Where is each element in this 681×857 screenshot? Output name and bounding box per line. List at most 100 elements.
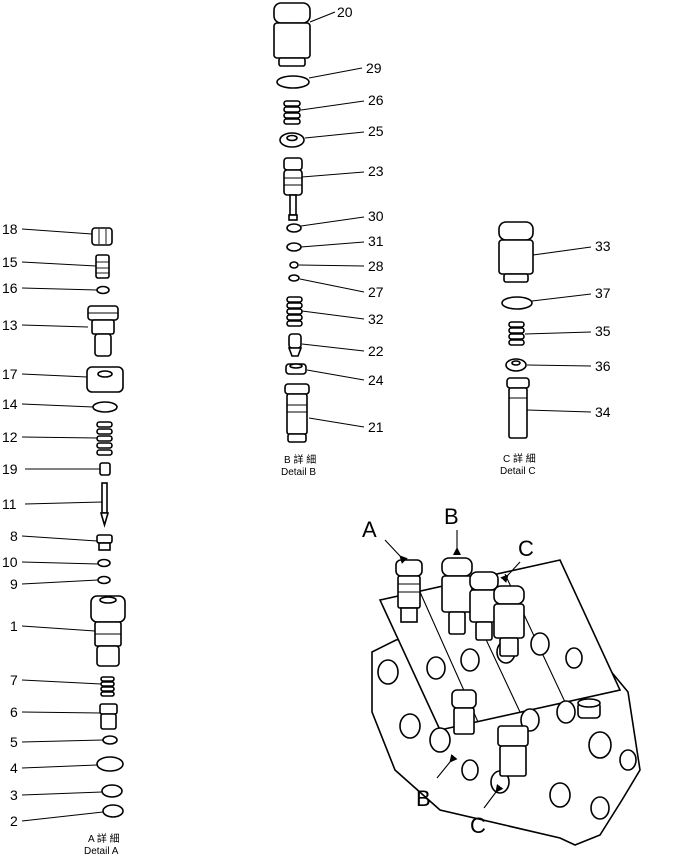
callout-1: 1: [10, 618, 18, 634]
plug-right: [577, 698, 601, 719]
part-backup-ring: [97, 558, 111, 568]
marker-c-top: C: [518, 536, 534, 561]
part-o-ring: [92, 401, 118, 413]
callout-27: 27: [368, 284, 384, 300]
part-sleeve: [284, 383, 310, 443]
callout-14: 14: [2, 396, 18, 412]
part-spring: [283, 100, 301, 125]
callout-12: 12: [2, 429, 18, 445]
callout-33: 33: [595, 238, 611, 254]
callout-35: 35: [595, 323, 611, 339]
part-spring: [508, 321, 525, 346]
callout-20: 20: [337, 4, 353, 20]
callout-3: 3: [10, 787, 18, 803]
part-spring: [286, 296, 303, 327]
detail-a-caption-jp: A 詳 細: [88, 832, 120, 845]
control-valve-assembly: [371, 557, 641, 846]
part-spool: [283, 157, 303, 221]
part-sleeve: [506, 377, 530, 439]
valve-a-installed: [395, 559, 423, 623]
part-spring-seat: [505, 358, 527, 372]
callout-32: 32: [368, 311, 384, 327]
detail-b-caption-en: Detail B: [281, 467, 316, 478]
callout-13: 13: [2, 317, 18, 333]
part-spring: [100, 676, 115, 697]
detail-c-callouts: 33 37 35 36 34: [595, 238, 611, 420]
callout-31: 31: [368, 233, 384, 249]
part-o-ring: [102, 735, 118, 745]
callout-34: 34: [595, 404, 611, 420]
callout-30: 30: [368, 208, 384, 224]
callout-16: 16: [2, 280, 18, 296]
detail-c-parts: [498, 221, 534, 439]
detail-b-callouts: 20 29 26 25 23 30 31 28 27 32 22 24 21: [337, 4, 384, 435]
part-spring-seat: [99, 462, 111, 476]
assembly-markers: A B C B C: [362, 504, 534, 838]
detail-a-callouts: 18 15 16 13 17 14 12 19 11 8 10 9 1 7 6 …: [2, 221, 18, 829]
callout-28: 28: [368, 258, 384, 274]
detail-b-parts: [273, 2, 311, 443]
part-o-ring: [96, 756, 124, 772]
callout-25: 25: [368, 123, 384, 139]
part-o-ring: [288, 274, 300, 282]
callout-5: 5: [10, 734, 18, 750]
callout-18: 18: [2, 221, 18, 237]
valve-c-lower-installed: [497, 725, 529, 777]
part-relief-valve-body: [90, 595, 126, 667]
callout-29: 29: [366, 60, 382, 76]
part-small-plug: [95, 254, 110, 279]
detail-c-caption-jp: C 詳 細: [503, 452, 536, 465]
part-o-ring: [276, 75, 310, 89]
detail-c-caption-en: Detail C: [500, 466, 536, 477]
callout-8: 8: [10, 528, 18, 544]
callout-9: 9: [10, 576, 18, 592]
part-backup-ring: [286, 242, 302, 252]
part-o-ring: [286, 223, 302, 233]
callout-15: 15: [2, 254, 18, 270]
part-o-ring: [96, 285, 110, 295]
marker-a-top: A: [362, 517, 377, 542]
detail-b-leaders: [298, 11, 365, 428]
detail-a-caption-en: Detail A: [84, 846, 119, 857]
part-o-ring: [501, 296, 533, 310]
part-backup-ring: [102, 804, 124, 818]
callout-11: 11: [2, 496, 17, 512]
part-piston: [99, 703, 118, 730]
callout-21: 21: [368, 419, 384, 435]
part-seat: [285, 363, 307, 375]
part-poppet: [99, 482, 110, 528]
detail-a-parts: [86, 227, 126, 818]
callout-36: 36: [595, 358, 611, 374]
valve-b-installed: [441, 557, 473, 635]
part-seat: [96, 534, 113, 551]
callout-22: 22: [368, 343, 384, 359]
valve-b-lower-installed: [451, 689, 477, 735]
valve-middle-installed: [469, 571, 499, 641]
detail-a-leaders: [21, 228, 104, 822]
callout-6: 6: [10, 704, 18, 720]
part-o-ring: [97, 575, 111, 585]
callout-2: 2: [10, 813, 18, 829]
part-spring: [96, 421, 113, 456]
callout-24: 24: [368, 372, 384, 388]
part-spring-seat: [279, 132, 305, 148]
part-lock-nut: [86, 366, 124, 393]
callout-26: 26: [368, 92, 384, 108]
part-poppet: [287, 333, 303, 357]
part-cap-nut: [91, 227, 113, 246]
marker-b-top: B: [444, 504, 459, 529]
callout-19: 19: [2, 461, 18, 477]
marker-c-bottom: C: [470, 813, 486, 838]
detail-b-caption-jp: B 詳 細: [284, 453, 316, 466]
valve-c-installed: [493, 585, 525, 657]
part-adjuster: [87, 305, 119, 357]
part-o-ring: [101, 784, 123, 798]
callout-7: 7: [10, 672, 18, 688]
callout-4: 4: [10, 760, 18, 776]
callout-37: 37: [595, 285, 611, 301]
part-cap: [273, 2, 311, 67]
callout-23: 23: [368, 163, 384, 179]
part-cap: [498, 221, 534, 283]
callout-17: 17: [2, 366, 18, 382]
